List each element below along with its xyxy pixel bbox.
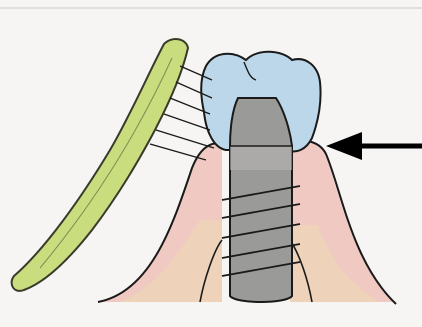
implant-body [230, 98, 292, 302]
implant-collar [230, 146, 292, 170]
implant-fixture [222, 98, 300, 302]
